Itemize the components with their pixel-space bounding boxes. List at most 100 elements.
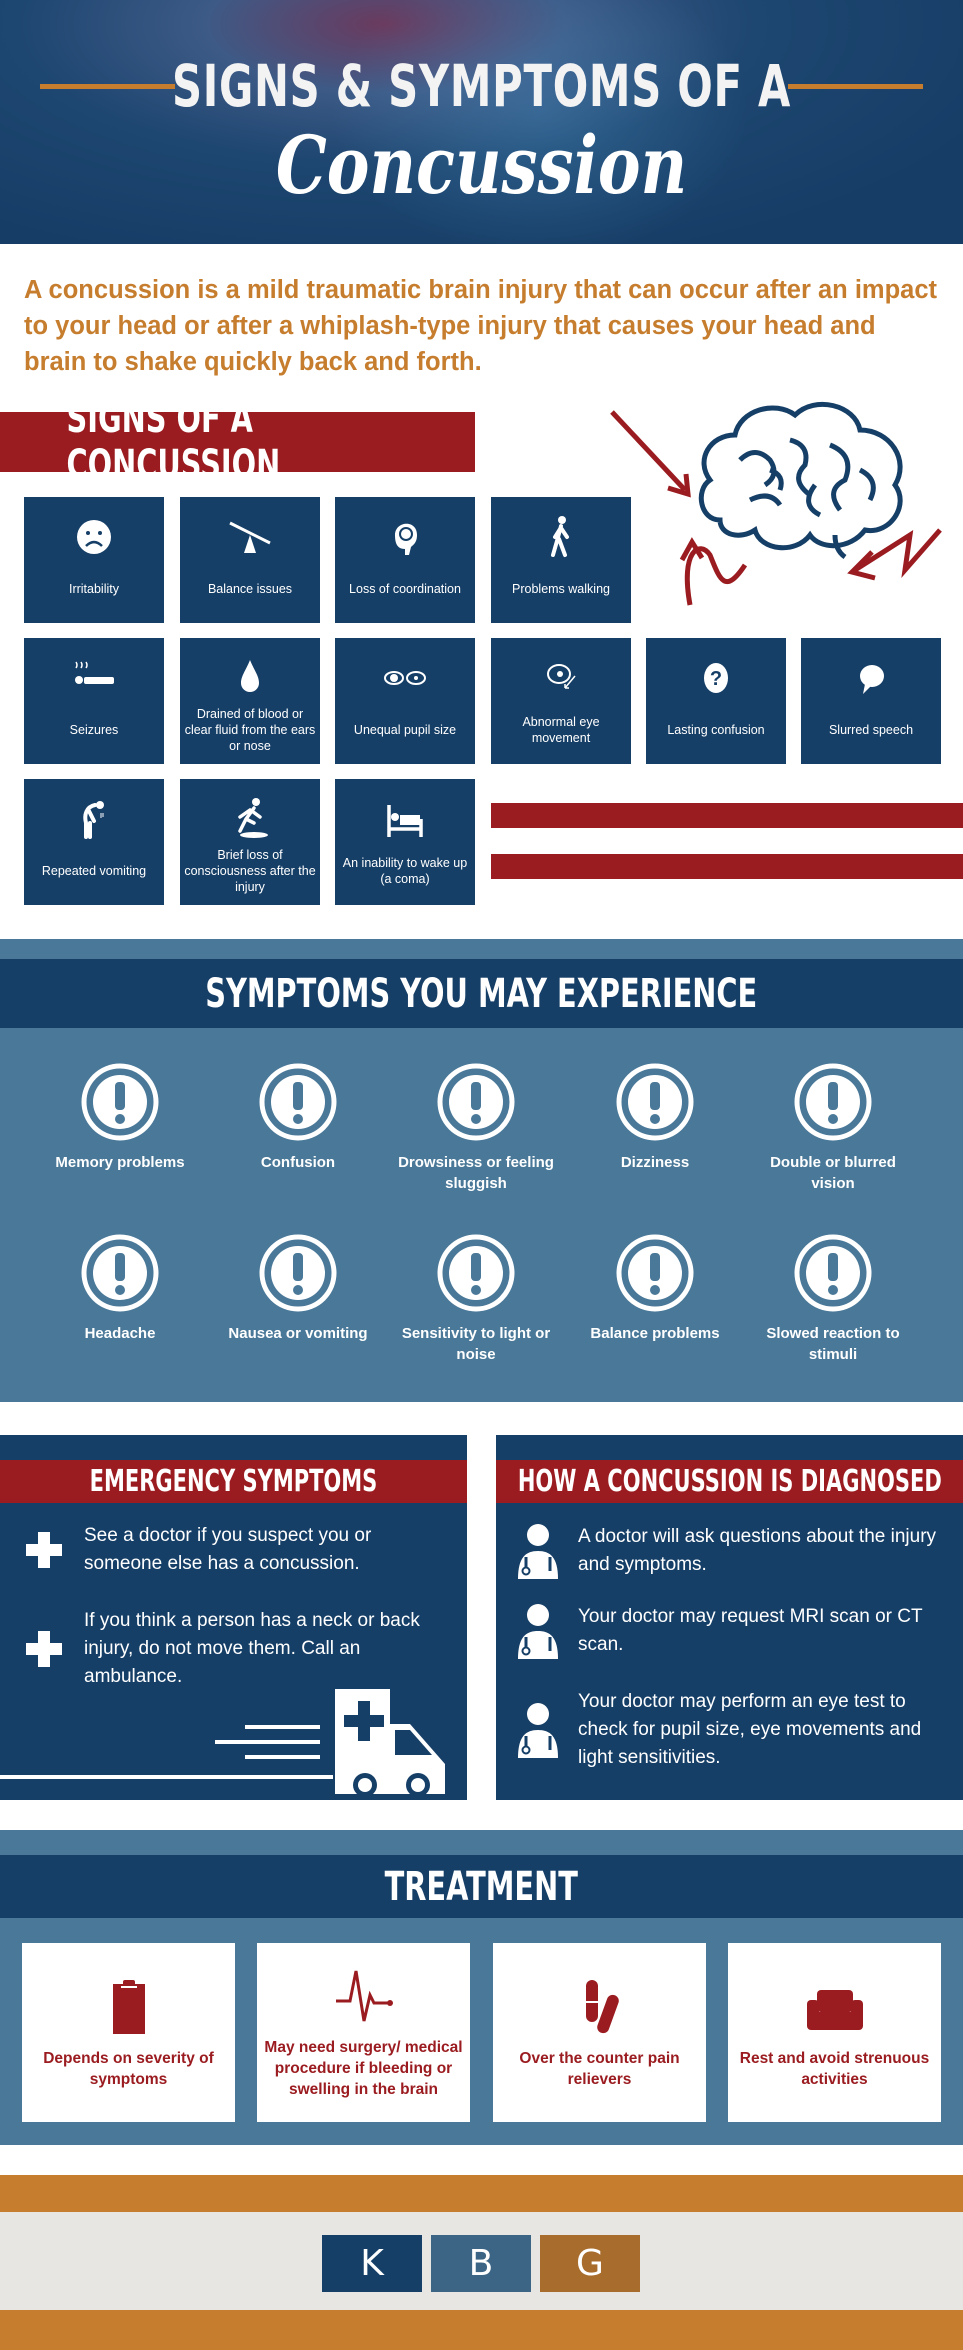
- diagnosis-text: A doctor will ask questions about the in…: [578, 1526, 937, 1575]
- exclamation-icon: [794, 1063, 872, 1141]
- ambulance-icon: [0, 1689, 445, 1795]
- symptom-item: Nausea or vomiting: [213, 1233, 383, 1344]
- drop-icon: [241, 660, 259, 692]
- emergency-heading: EMERGENCY SYMPTOMS: [0, 1460, 467, 1503]
- sign-tile: An inability to wake up (a coma): [335, 779, 475, 905]
- symptom-item: Double or blurred vision: [748, 1062, 918, 1194]
- exclamation-icon: [259, 1063, 337, 1141]
- exclamation-icon: [259, 1234, 337, 1312]
- pills-icon: [585, 1979, 619, 2033]
- exclamation-icon: [437, 1234, 515, 1312]
- symptom-item: Balance problems: [570, 1233, 740, 1344]
- sad-face-icon: [77, 520, 111, 554]
- sign-tile: Irritability: [24, 497, 164, 623]
- svg-text:?: ?: [710, 668, 722, 690]
- doctor-icon: [518, 1703, 558, 1758]
- sign-label: Brief loss of consciousness after the in…: [184, 848, 316, 894]
- question-icon: ?: [704, 663, 728, 693]
- symptom-label: Headache: [84, 1325, 156, 1342]
- decorative-stripe: [491, 803, 963, 828]
- symptom-item: Dizziness: [570, 1062, 740, 1173]
- treatment-card: Rest and avoid strenuous activities: [728, 1943, 941, 2122]
- exclamation-icon: [81, 1234, 159, 1312]
- seesaw-icon: [229, 521, 271, 553]
- emergency-item: If you think a person has a neck or back…: [24, 1607, 454, 1691]
- sign-label: Slurred speech: [828, 723, 914, 737]
- doctor-icon: [518, 1524, 558, 1579]
- sign-label: Loss of coordination: [349, 582, 461, 596]
- symptom-label: Confusion: [260, 1154, 336, 1171]
- symptom-item: Slowed reaction to stimuli: [748, 1233, 918, 1365]
- vomiting-person-icon: [83, 801, 104, 839]
- bed-icon: [387, 805, 423, 837]
- sign-tile: Seizures: [24, 638, 164, 764]
- sign-label: Irritability: [68, 582, 119, 596]
- doctor-icon: [518, 1604, 558, 1659]
- sign-label: Unequal pupil size: [353, 723, 457, 737]
- treatment-label: Over the counter pain relievers: [519, 2049, 680, 2088]
- symptom-label: Drowsiness or feeling sluggish: [398, 1154, 554, 1192]
- emergency-text: If you think a person has a neck or back…: [84, 1610, 420, 1687]
- sign-tile: Slurred speech: [801, 638, 941, 764]
- treatment-card: Over the counter pain relievers: [493, 1943, 706, 2122]
- symptom-label: Balance problems: [590, 1325, 720, 1342]
- treatment-heading-text: TREATMENT: [384, 1863, 579, 1910]
- exclamation-icon: [616, 1234, 694, 1312]
- symptoms-heading-text: SYMPTOMS YOU MAY EXPERIENCE: [205, 970, 758, 1017]
- armchair-icon: [806, 1989, 863, 2030]
- logo-b: B: [431, 2235, 531, 2292]
- emergency-panel: EMERGENCY SYMPTOMS See a doctor if you s…: [0, 1435, 467, 1800]
- symptom-item: Headache: [35, 1233, 205, 1344]
- plus-icon: [26, 1532, 62, 1568]
- diagnosis-text: Your doctor may request MRI scan or CT s…: [578, 1606, 923, 1655]
- sign-tile: Drained of blood or clear fluid from the…: [180, 638, 320, 764]
- treatment-label: Rest and avoid strenuous activities: [739, 2049, 930, 2088]
- sign-tile: Problems walking: [491, 497, 631, 623]
- sign-tile: Repeated vomiting: [24, 779, 164, 905]
- sign-tile: Balance issues: [180, 497, 320, 623]
- sign-label: Drained of blood or clear fluid from the…: [184, 707, 316, 753]
- sign-tile: Abnormal eye movement: [491, 638, 631, 764]
- person-lying-icon: [75, 661, 114, 684]
- speech-bubble-icon: [860, 665, 884, 694]
- diagnosis-item: Your doctor may perform an eye test to c…: [516, 1688, 956, 1772]
- sign-label: Balance issues: [207, 582, 293, 596]
- emergency-item: See a doctor if you suspect you or someo…: [24, 1522, 454, 1578]
- symptom-item: Drowsiness or feeling sluggish: [391, 1062, 561, 1194]
- falling-person-icon: [238, 798, 268, 838]
- sign-label: Repeated vomiting: [41, 864, 147, 878]
- walking-person-icon: [551, 516, 569, 557]
- footer-band: [0, 2310, 963, 2350]
- eyes-icon: [384, 671, 426, 685]
- heartbeat-icon: [335, 1970, 393, 2022]
- page-title: SIGNS & SYMPTOMS OF A: [171, 52, 792, 120]
- symptom-label: Sensitivity to light or noise: [401, 1325, 551, 1363]
- eye-icon: [547, 664, 576, 689]
- diagnosis-item: Your doctor may request MRI scan or CT s…: [516, 1603, 956, 1659]
- exclamation-icon: [794, 1234, 872, 1312]
- footer-band: [0, 2175, 963, 2212]
- sign-tile: Brief loss of consciousness after the in…: [180, 779, 320, 905]
- diagnosis-item: A doctor will ask questions about the in…: [516, 1523, 956, 1579]
- exclamation-icon: [616, 1063, 694, 1141]
- diagnosis-panel: HOW A CONCUSSION IS DIAGNOSED A doctor w…: [496, 1435, 963, 1800]
- symptom-label: Nausea or vomiting: [228, 1325, 368, 1342]
- treatment-heading: TREATMENT: [0, 1855, 963, 1918]
- head-illustration: [330, 0, 750, 244]
- sign-tile: Unequal pupil size: [335, 638, 475, 764]
- exclamation-icon: [81, 1063, 159, 1141]
- logo-g: G: [540, 2235, 640, 2292]
- symptom-item: Confusion: [213, 1062, 383, 1173]
- decorative-stripe: [491, 854, 963, 879]
- sign-label: Problems walking: [512, 582, 610, 596]
- signs-heading-text: SIGNS OF A CONCUSSION: [66, 396, 281, 488]
- emergency-text: See a doctor if you suspect you or someo…: [84, 1525, 372, 1574]
- treatment-label: Depends on severity of symptoms: [43, 2049, 214, 2088]
- sign-tile: Loss of coordination: [335, 497, 475, 623]
- sign-label: Seizures: [69, 723, 119, 737]
- diagnosis-heading: HOW A CONCUSSION IS DIAGNOSED: [496, 1460, 963, 1503]
- hero-header: SIGNS & SYMPTOMS OF A Concussion: [0, 0, 963, 244]
- divider: [788, 84, 923, 89]
- symptom-label: Memory problems: [55, 1154, 185, 1171]
- symptom-item: Memory problems: [35, 1062, 205, 1173]
